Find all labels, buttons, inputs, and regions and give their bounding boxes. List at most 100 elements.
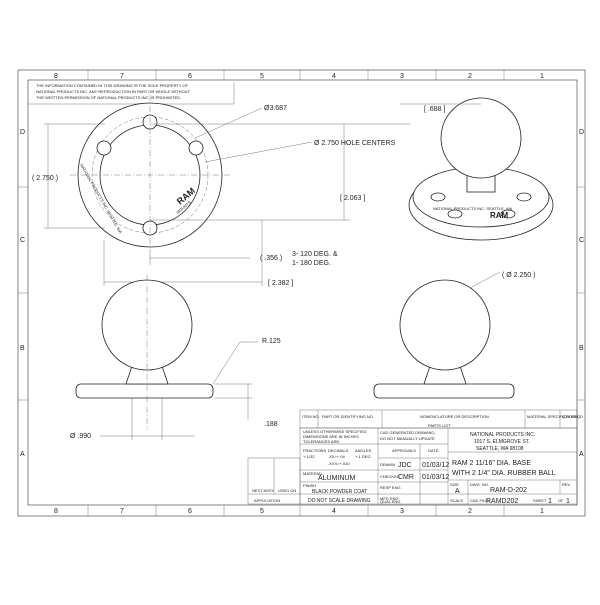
no-scale-note: DO NOT SCALE DRAWING — [308, 498, 371, 504]
dim-3687: Ø3.687 — [264, 105, 287, 112]
checked-label: CHECKED — [380, 474, 400, 479]
size-label: SIZE — [450, 482, 459, 487]
title-block: NEXT ASSY USED ON APPLICATION UNLESS OTH… — [247, 427, 578, 505]
notice-line-1: THE INFORMATION CONTAINED IN THIS DRAWIN… — [36, 83, 189, 88]
pl-head-part: PART OR IDENTIFYING NO. — [322, 414, 374, 419]
zone-top-3: 6 — [188, 73, 192, 80]
dwg-label: DWG. NO. — [470, 482, 489, 487]
dim-990: Ø .990 — [70, 433, 91, 440]
dim-2063: [ 2.063 ] — [340, 195, 365, 202]
zone-right-4: A — [579, 451, 584, 458]
dim-688: [ .688 ] — [424, 106, 445, 113]
iso-ball — [440, 97, 522, 179]
cad-file-value: RAMD202 — [486, 498, 518, 505]
tol-line-3: TOLERANCES ARE: — [303, 439, 340, 444]
zone-left-4: A — [20, 451, 25, 458]
iso-view: RAM NATIONAL PRODUCTS INC. SEATTLE, WA [… — [400, 97, 554, 241]
zone-bottom-3: 6 — [188, 508, 192, 515]
zone-bottom-5: 4 — [332, 508, 336, 515]
parts-list: ITEM NO. PART OR IDENTIFYING NO. NOMENCL… — [299, 409, 583, 429]
tol-fractions: +-1/32 — [303, 454, 315, 459]
notice-line-2: NATIONAL PRODUCTS INC. ANY REPRODUCTION … — [36, 89, 190, 94]
checked-date: 01/03/12 — [422, 474, 449, 481]
zone-bottom-6: 3 — [400, 508, 404, 515]
zone-right-2: C — [579, 237, 584, 244]
top-view: RAM MOUNTS NATIONAL PRODUCTS INC. SEATTL… — [32, 95, 410, 287]
dim-2382: [ 2.382 ] — [268, 280, 293, 287]
zone-bottom-8: 1 — [540, 508, 544, 515]
mfg-eng-label: MFG ENG — [380, 496, 399, 501]
pl-title: PARTS LIST — [428, 423, 451, 428]
zone-right-1: D — [579, 129, 584, 136]
angles-line-2: 1- 180 DEG. — [292, 260, 331, 267]
notice-line-3: THE WRITTEN PERMISSION OF NATIONAL PRODU… — [36, 95, 181, 100]
iso-logo: RAM — [490, 211, 509, 220]
proprietary-notice: THE INFORMATION CONTAINED IN THIS DRAWIN… — [28, 82, 235, 105]
drawn-date: 01/03/12 — [422, 462, 449, 469]
angles-line-1: 3- 120 DEG. & — [292, 251, 338, 258]
zone-right-3: B — [579, 345, 584, 352]
cad-note-2: DO NOT MANUALLY UPDATE — [380, 436, 435, 441]
zone-top-5: 4 — [332, 73, 336, 80]
company-line-1: NATIONAL PRODUCTS INC. — [470, 432, 535, 438]
sheet-label: SHEET — [533, 498, 547, 503]
mount-hole-3 — [96, 140, 112, 156]
iso-hole-4 — [500, 209, 516, 219]
dwg-value: RAM-D-202 — [490, 487, 527, 494]
finish-label: FINISH — [303, 483, 316, 488]
tol-head-angles: ANGLES — [355, 448, 372, 453]
tol-line-1: UNLESS OTHERWISE SPECIFIED — [303, 429, 367, 434]
zone-ticks — [18, 70, 585, 516]
tol-head-decimals: DECIMALS — [328, 448, 349, 453]
side-view: ( Ø 2.250 ) — [373, 271, 535, 399]
tol-decimals-xxx: .XXX=+.010 — [328, 461, 350, 466]
zone-top-8: 1 — [540, 73, 544, 80]
zone-bottom-2: 7 — [120, 508, 124, 515]
next-assy-label: NEXT ASSY — [252, 488, 274, 493]
zone-bottom-1: 8 — [54, 508, 58, 515]
front-view: Ø .990 R.125 .188 — [70, 275, 281, 440]
material-label: MATERIAL — [303, 471, 323, 476]
zone-labels-top: 8 7 6 5 4 3 2 1 — [54, 73, 544, 80]
zone-top-4: 5 — [260, 73, 264, 80]
description-line-2: WITH 2 1/4" DIA. RUBBER BALL — [452, 470, 556, 477]
zone-top-2: 7 — [120, 73, 124, 80]
zone-left-2: C — [20, 237, 25, 244]
size-value: A — [455, 488, 460, 495]
finish-value: BLACK POWDER COAT — [312, 489, 367, 495]
sheet-value: 1 — [548, 498, 552, 505]
drawn-by: JDC — [398, 462, 412, 469]
resp-eng-label: RESP ENG — [380, 485, 401, 490]
tol-angles: +-1 DEG. — [355, 454, 372, 459]
material-value: ALUMINUM — [318, 475, 356, 482]
cad-file-label: CAD FILE: — [470, 498, 489, 503]
qual-eng-label: QUAL ENG — [380, 499, 401, 504]
company-line-3: SEATTLE, WA 98108 — [476, 446, 524, 452]
pl-head-item: ITEM NO. — [302, 414, 320, 419]
used-on-label: USED ON — [278, 488, 296, 493]
mount-hole-2 — [188, 140, 204, 156]
checked-by: CMR — [398, 474, 414, 481]
of-value: 1 — [566, 498, 570, 505]
zone-labels-left: D C B A — [20, 129, 25, 458]
side-base — [373, 383, 515, 399]
dim-2750: ( 2.750 ) — [32, 175, 58, 182]
dim-r125: R.125 — [262, 338, 281, 345]
zone-labels-right: D C B A — [579, 129, 584, 458]
date-label: DATE — [428, 448, 439, 453]
pl-head-desc: NOMENCLATURE OR DESCRIPTION — [420, 414, 489, 419]
front-base — [75, 383, 214, 399]
zone-left-1: D — [20, 129, 25, 136]
zone-left-3: B — [20, 345, 25, 352]
zone-bottom-7: 2 — [468, 508, 472, 515]
rev-label: REV — [562, 482, 571, 487]
tol-line-2: DIMENSIONS ARE IN INCHES — [303, 434, 359, 439]
company-line-2: 1017 S. ELMGROVE ST. — [474, 439, 530, 445]
zone-top-7: 2 — [468, 73, 472, 80]
iso-hole-2 — [516, 192, 532, 202]
inner-border — [27, 79, 578, 506]
dim-hole-centers: Ø 2.750 HOLE CENTERS — [314, 140, 396, 147]
zone-top-1: 8 — [54, 73, 58, 80]
description-line-1: RAM 2 11/16" DIA. BASE — [452, 460, 531, 467]
